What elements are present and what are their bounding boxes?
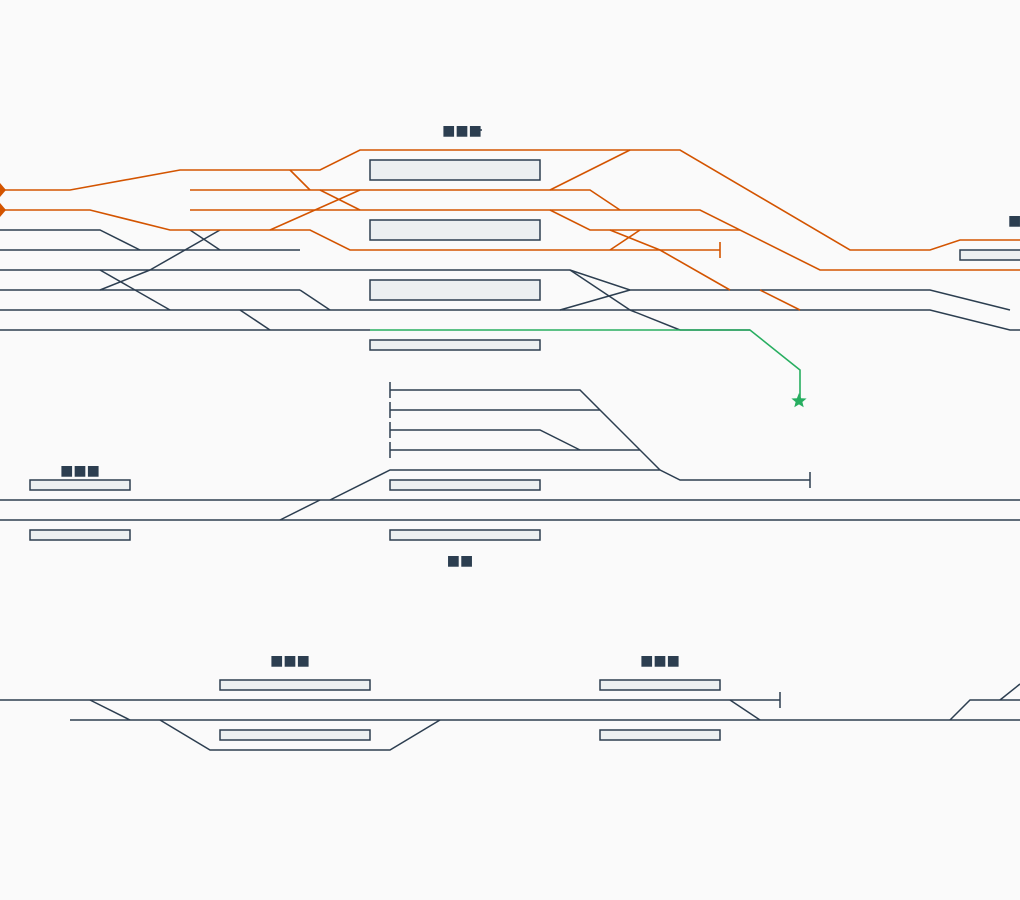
station-label-right: ■	[1008, 213, 1020, 229]
route-crossover	[609, 229, 641, 251]
track-line	[0, 229, 141, 251]
platform	[219, 679, 371, 691]
route-line	[0, 209, 720, 251]
star-icon	[791, 393, 807, 408]
track-crossover	[99, 269, 151, 291]
track-crossover	[729, 699, 761, 721]
station-label-middle-center: ■■	[447, 553, 473, 569]
route-line	[0, 149, 1020, 251]
middle-station-tracks	[0, 382, 1020, 521]
siding-track	[390, 429, 581, 451]
route-line	[609, 229, 731, 291]
station-label-top: ■■■	[442, 123, 482, 139]
bottom-line-tracks	[0, 683, 1020, 751]
platform	[369, 219, 541, 241]
route-crossover	[759, 289, 801, 311]
track-crossover	[89, 699, 131, 721]
arrow-left-icon	[0, 183, 6, 197]
route-line	[370, 329, 801, 400]
platform	[369, 279, 541, 301]
track-line	[329, 469, 810, 501]
route-crossover	[319, 189, 361, 211]
arrow-left-icon	[0, 203, 6, 217]
station-labels: ■■■ ■ ■■■ ■■ ■■■ ■■■	[60, 123, 1020, 669]
station-label-middle-left: ■■■	[60, 463, 100, 479]
platform	[219, 729, 371, 741]
top-station-tracks	[0, 229, 1020, 331]
platform	[959, 249, 1020, 261]
platform	[389, 479, 541, 491]
platform	[369, 339, 541, 351]
station-label-bottom-center: ■■■	[640, 653, 680, 669]
loop-track	[159, 719, 441, 751]
track-crossover	[629, 309, 681, 331]
route-crossover	[289, 169, 311, 191]
platform	[389, 529, 541, 541]
route-line	[190, 209, 1020, 271]
route-crossover	[269, 189, 361, 231]
track-crossover	[279, 499, 321, 521]
platform	[369, 159, 541, 181]
track-line	[0, 309, 1020, 331]
track-crossover	[559, 289, 631, 311]
siding-track	[390, 389, 661, 471]
track-line	[949, 699, 1020, 721]
station-label-bottom-left: ■■■	[270, 653, 310, 669]
track-crossover	[99, 269, 171, 311]
bottom-line-platforms	[219, 679, 721, 741]
highlighted-route-orange	[0, 149, 1020, 311]
track-crossover	[999, 683, 1020, 701]
middle-station-platforms	[29, 479, 541, 541]
track-crossover	[149, 229, 221, 271]
highlighted-route-green	[370, 329, 807, 408]
platform	[599, 729, 721, 741]
route-line	[190, 189, 621, 211]
route-line	[549, 209, 740, 231]
route-crossover	[549, 149, 631, 191]
platform	[29, 479, 131, 491]
top-station-platforms	[369, 129, 1020, 351]
track-crossover	[569, 269, 631, 311]
track-crossover	[239, 309, 271, 331]
track-crossover	[189, 229, 221, 251]
track-line	[299, 289, 331, 311]
platform	[29, 529, 131, 541]
platform	[599, 679, 721, 691]
